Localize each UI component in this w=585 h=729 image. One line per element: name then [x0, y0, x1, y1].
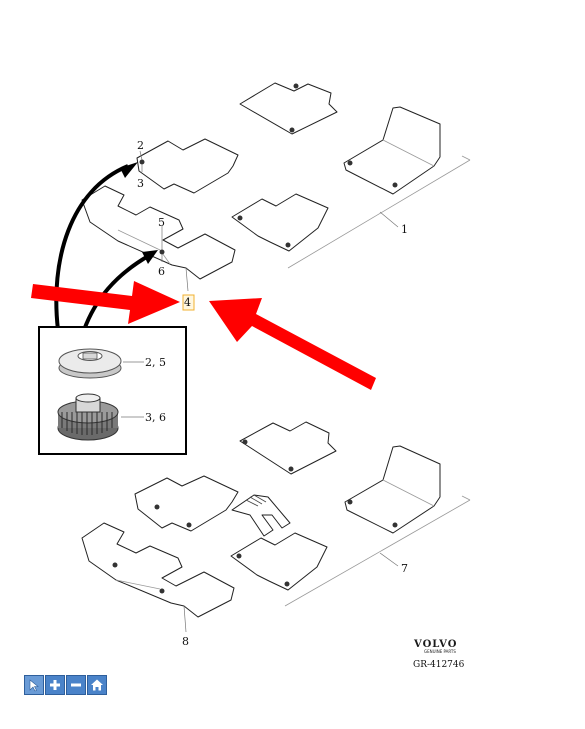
zoom-in-icon: [50, 680, 60, 690]
detail-label-3-6: 3, 6: [145, 411, 166, 424]
home-button[interactable]: [87, 675, 107, 695]
floor-mat-rear-center-alt[interactable]: [239, 421, 337, 475]
viewer-toolbar: [24, 675, 107, 695]
floor-mat-rear-right[interactable]: [231, 193, 329, 252]
clip-upper-part: [58, 348, 122, 379]
red-arrow-right: [209, 298, 376, 390]
callout-4: 4: [184, 296, 191, 309]
callout-7: 7: [401, 562, 408, 575]
cargo-mat[interactable]: [343, 106, 441, 195]
volvo-logo: VOLVO: [413, 639, 457, 650]
floor-mat-rear-right-alt[interactable]: [230, 532, 328, 591]
detail-leaders: [54, 162, 158, 331]
floor-mat-front-left-alt[interactable]: [134, 475, 239, 532]
fastener-detail-box: 2, 5 3, 6: [38, 326, 187, 455]
tunnel-mat[interactable]: [231, 494, 291, 537]
detail-label-2-5: 2, 5: [145, 356, 166, 369]
callout-6: 6: [158, 265, 165, 278]
floor-mat-rear-left-alt[interactable]: [81, 522, 235, 618]
pointer-button[interactable]: [24, 675, 44, 695]
floor-mat-rear-left[interactable]: [81, 185, 236, 280]
reference-number: GR-412746: [413, 660, 465, 670]
top-mat-set: 1 2 3 5 6: [81, 82, 471, 292]
home-icon: [91, 679, 103, 691]
cargo-mat-alt[interactable]: [344, 445, 441, 534]
zoom-out-icon: [71, 683, 81, 687]
genuine-parts-label: GENUINE PARTS: [424, 649, 456, 654]
bottom-mat-set: 7 8: [81, 421, 471, 648]
callout-4-highlight[interactable]: 4: [182, 294, 195, 311]
callout-2: 2: [137, 139, 144, 152]
callout-1: 1: [401, 223, 408, 236]
floor-mat-front-left[interactable]: [136, 138, 239, 194]
pointer-icon: [29, 679, 39, 692]
callout-3: 3: [137, 177, 144, 190]
zoom-out-button[interactable]: [66, 675, 86, 695]
brand-block: VOLVO GENUINE PARTS GR-412746: [413, 639, 465, 670]
clip-lower-part: [57, 393, 119, 441]
red-arrow-left: [31, 281, 180, 324]
zoom-in-button[interactable]: [45, 675, 65, 695]
floor-mat-rear-center[interactable]: [239, 82, 338, 135]
callout-8: 8: [182, 635, 189, 648]
callout-5: 5: [158, 216, 165, 229]
